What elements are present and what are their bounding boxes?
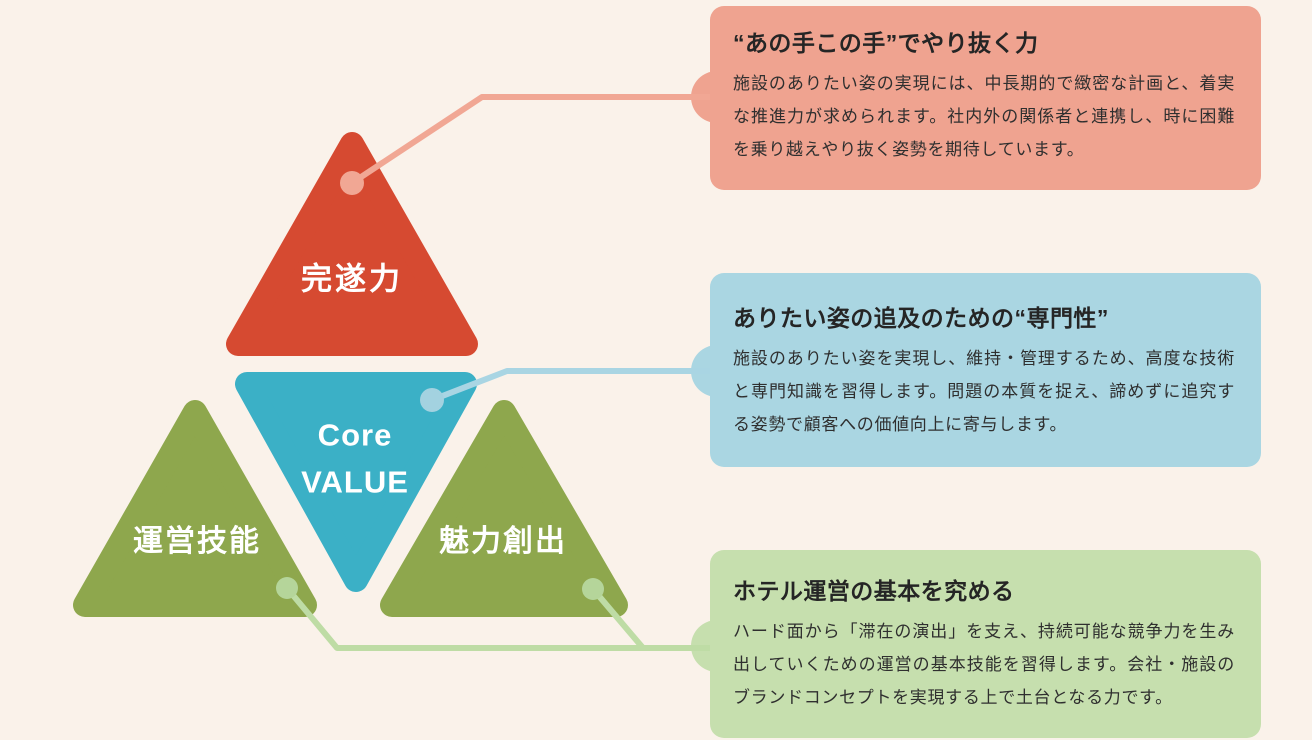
anchor-dot-blue bbox=[420, 388, 444, 412]
anchor-dot-red bbox=[340, 171, 364, 195]
callout-completion-body: 施設のありたい姿の実現には、中長期的で緻密な計画と、着実な推進力が求められます。… bbox=[733, 74, 1235, 160]
leader-line-green-left bbox=[284, 585, 715, 651]
leader-line-green-right bbox=[590, 586, 646, 651]
leader-line-red bbox=[349, 94, 715, 186]
anchor-dot-green-left bbox=[276, 577, 298, 599]
callout-hotel-operation-title: ホテル運営の基本を究める bbox=[733, 578, 1015, 604]
callout-hotel-operation: ホテル運営の基本を究める ハード面から「滞在の演出」を支え、持続可能な競争力を生… bbox=[710, 550, 1261, 738]
callout-expertise-body: 施設のありたい姿を実現し、維持・管理するため、高度な技術と専門知識を習得します。… bbox=[733, 349, 1235, 435]
leader-line-blue bbox=[429, 368, 715, 403]
triangle-completion bbox=[226, 132, 478, 356]
callout-completion: “あの手この手”でやり抜く力 施設のありたい姿の実現には、中長期的で緻密な計画と… bbox=[710, 6, 1261, 190]
callout-hotel-operation-body: ハード面から「滞在の演出」を支え、持続可能な競争力を生み出していくための運営の基… bbox=[733, 622, 1235, 708]
triangle-label-completion: 完遂力 bbox=[301, 261, 403, 297]
anchor-dot-green-right bbox=[582, 578, 604, 600]
callout-expertise: ありたい姿の追及のための“専門性” 施設のありたい姿を実現し、維持・管理するため… bbox=[710, 273, 1261, 467]
triangle-label-attraction-creation: 魅力創出 bbox=[439, 525, 567, 558]
triangle-label-operation-skill: 運営技能 bbox=[133, 525, 261, 558]
callout-expertise-title: ありたい姿の追及のための“専門性” bbox=[733, 305, 1109, 331]
triangle-attraction-creation bbox=[380, 400, 628, 617]
triangle-operation-skill bbox=[73, 400, 317, 617]
callout-completion-title: “あの手この手”でやり抜く力 bbox=[733, 30, 1039, 56]
triangle-core-value bbox=[235, 372, 477, 592]
core-value-line2: VALUE bbox=[301, 464, 409, 499]
core-value-line1: Core bbox=[317, 417, 393, 453]
triangle-label-core-value: Core VALUE bbox=[301, 413, 409, 506]
